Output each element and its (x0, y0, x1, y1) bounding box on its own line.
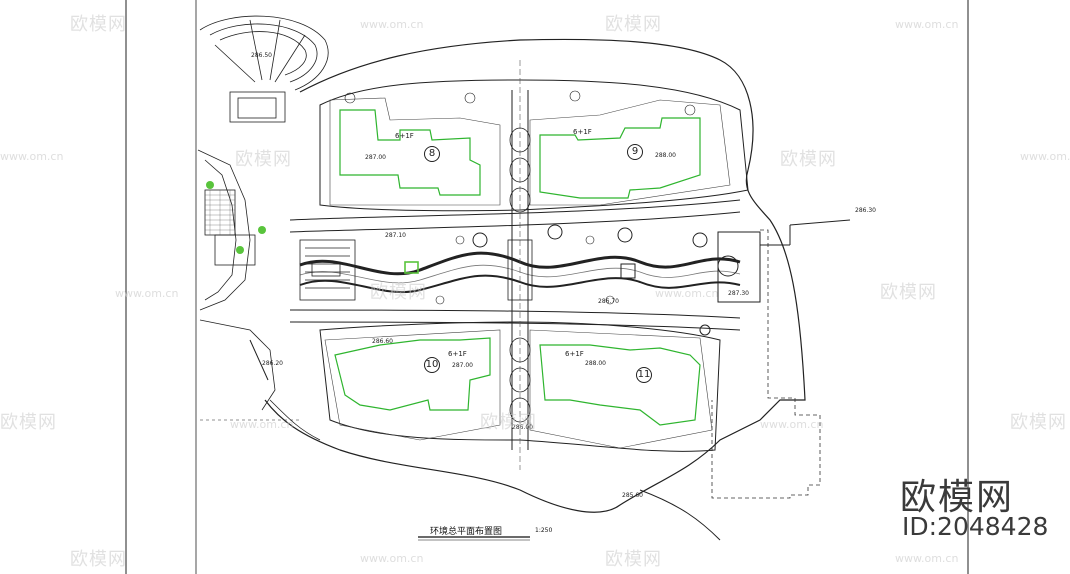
neighbor-plot-dashed (711, 229, 821, 499)
watermark-brand: 欧模网 (480, 412, 537, 433)
stair-line (249, 339, 269, 381)
spot-level: 286.60 (372, 338, 393, 345)
spot-level: 286.70 (598, 298, 619, 305)
building-11-floors: 6+1F (565, 350, 584, 358)
building-footprint (324, 329, 501, 441)
building-10-level: 287.00 (452, 362, 473, 369)
watermark-url: www.om.cn (230, 418, 294, 431)
building-11-outline (539, 344, 701, 426)
watermark-url: www.om.cn (760, 418, 824, 431)
watermark-url: www.om.cn (115, 287, 179, 300)
path-lower (289, 309, 741, 319)
axis-ornaments (507, 127, 533, 423)
path-upper (289, 199, 741, 221)
site-boundary (264, 38, 806, 513)
green-marker (404, 261, 419, 274)
watermark-brand: 欧模网 (880, 282, 937, 303)
water-nodes (472, 224, 711, 336)
watermark-brand: 欧模网 (370, 282, 427, 303)
building-8-level: 287.00 (365, 154, 386, 161)
watermark-brand: 欧模网 (780, 149, 837, 170)
spot-level: 286.00 (512, 424, 533, 431)
watermark-brand: 欧模网 (70, 14, 127, 35)
building-8-floors: 6+1F (395, 132, 414, 140)
upper-block-outline (319, 79, 749, 212)
building-9-number: 9 (627, 144, 643, 160)
spot-level: 287.30 (728, 290, 749, 297)
watermark-url: www.om.cn (360, 18, 424, 31)
west-plaza (299, 239, 356, 301)
building-11-level: 288.00 (585, 360, 606, 367)
watermark-brand: 欧模网 (1010, 412, 1067, 433)
watermark-brand: 欧模网 (70, 549, 127, 570)
watermark-url: www.om.cn (1020, 150, 1070, 163)
corner-brand-name: 欧模网 (900, 477, 1015, 518)
green-tree (206, 181, 214, 189)
spot-level: 287.10 (385, 232, 406, 239)
path-upper (289, 211, 741, 233)
watermark-url: www.om.cn (360, 552, 424, 565)
watermark-brand: 欧模网 (605, 549, 662, 570)
green-tree (236, 246, 244, 254)
spot-level: 285.60 (622, 492, 643, 499)
hatch-pattern (205, 190, 235, 235)
building-8-number: 8 (424, 146, 440, 162)
path-lower-left (269, 399, 321, 441)
watermark-url: www.om.cn (895, 18, 959, 31)
amphitheater (199, 15, 329, 123)
building-footprint (329, 97, 501, 206)
watermark-brand: 欧模网 (605, 14, 662, 35)
building-10-outline (334, 337, 491, 411)
spot-level: 286.50 (251, 52, 272, 59)
spot-level: 286.20 (262, 360, 283, 367)
corner-brand-id: ID:2048428 (902, 512, 1049, 541)
watermark-url: www.om.cn (0, 150, 64, 163)
watermark-brand: 欧模网 (235, 149, 292, 170)
building-footprint (529, 99, 731, 206)
watermark-brand: 欧模网 (0, 412, 57, 433)
east-entrance (717, 219, 851, 303)
drawing-title: 环境总平面布置图 (430, 527, 503, 537)
watermark-url: www.om.cn (895, 552, 959, 565)
building-8-outline (339, 109, 481, 196)
tree-symbols (344, 90, 696, 305)
road-edge (639, 489, 721, 541)
drawing-scale: 1:250 (535, 527, 553, 534)
west-building-cluster (197, 149, 276, 411)
building-9-outline (539, 117, 701, 199)
building-footprint (529, 329, 713, 449)
watermark-url: www.om.cn (655, 287, 719, 300)
building-10-floors: 6+1F (448, 350, 467, 358)
building-9-floors: 6+1F (573, 128, 592, 136)
building-11-number: 11 (636, 367, 652, 383)
path-lower (289, 321, 741, 331)
building-10-number: 10 (424, 357, 440, 373)
building-9-level: 288.00 (655, 152, 676, 159)
spot-level: 286.30 (855, 207, 876, 214)
green-tree (258, 226, 266, 234)
